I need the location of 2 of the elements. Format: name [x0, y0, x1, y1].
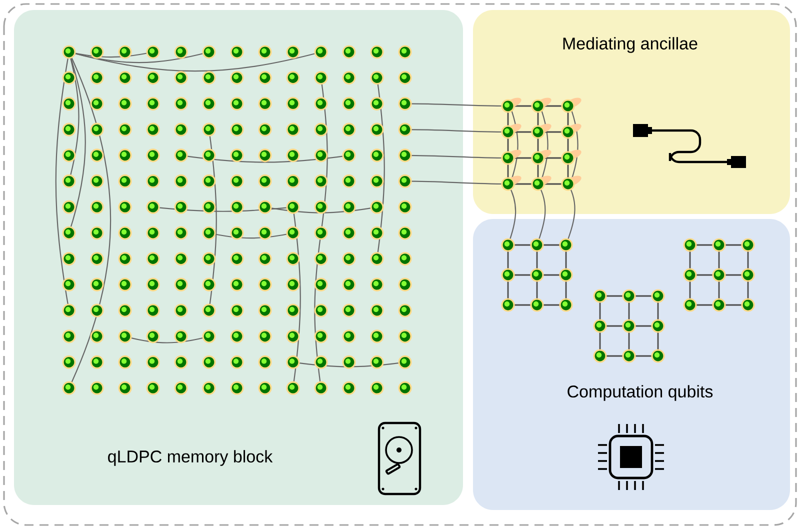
computation-panel: Computation qubits — [473, 219, 790, 510]
ancilla-panel: Mediating ancillae — [473, 10, 790, 214]
